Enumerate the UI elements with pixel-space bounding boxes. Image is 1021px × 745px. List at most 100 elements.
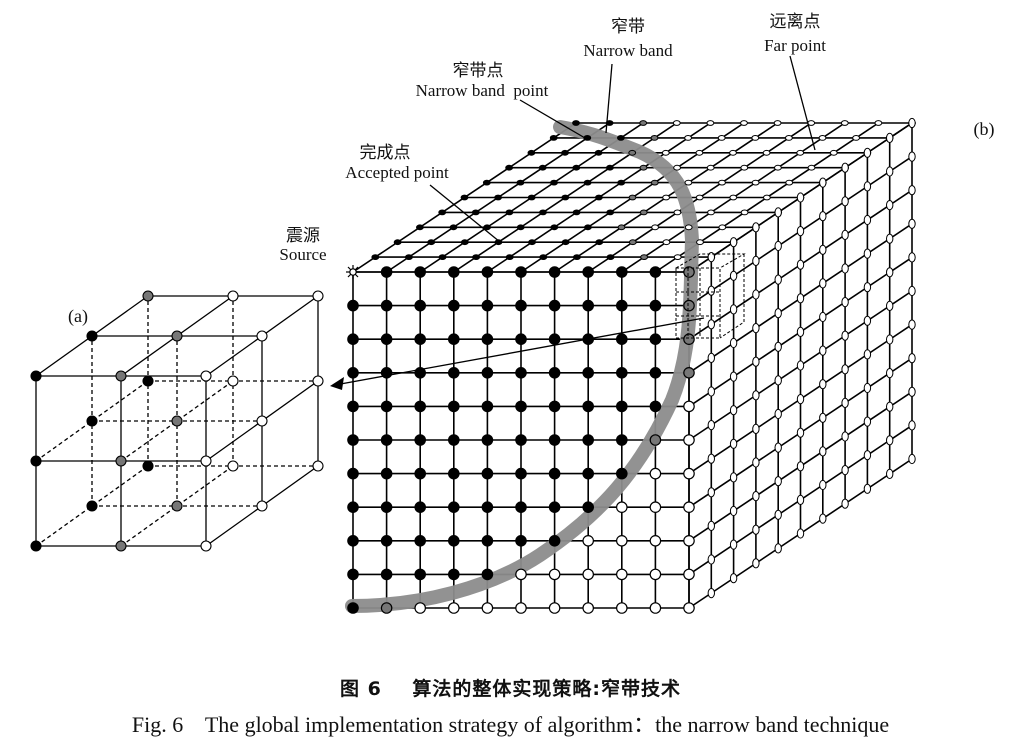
- far-point-node: [447, 602, 460, 614]
- accepted-point-node: [438, 254, 447, 261]
- far-point-node: [841, 397, 849, 408]
- accepted-point-node: [483, 224, 492, 231]
- leader-far-point: [789, 55, 816, 151]
- accepted-point-node: [380, 266, 393, 278]
- accepted-point-node: [515, 333, 527, 345]
- accepted-point-node: [606, 209, 615, 216]
- caption-cn: 图 6 算法的整体实现策略:窄带技术: [0, 674, 1021, 701]
- accepted-point-node: [582, 434, 594, 446]
- far-point-node: [762, 149, 771, 156]
- far-point-node: [863, 483, 872, 494]
- far-point-node: [908, 151, 916, 162]
- leader-lines: [429, 55, 816, 243]
- narrow-band-node: [628, 239, 637, 246]
- source-star-icon: [346, 265, 360, 279]
- accepted-point-node: [347, 602, 359, 614]
- far-point-node: [729, 270, 738, 281]
- far-point-node: [683, 434, 695, 446]
- accepted-point-node: [582, 467, 594, 480]
- far-point-node: [841, 465, 849, 476]
- far-point-node: [819, 345, 827, 356]
- far-point-node: [785, 135, 793, 141]
- accepted-point-node: [86, 415, 98, 427]
- accepted-point-node: [380, 400, 393, 413]
- accepted-point-node: [561, 194, 570, 201]
- far-point-node: [683, 602, 695, 614]
- far-point-node: [696, 239, 704, 246]
- far-point-node: [684, 224, 693, 231]
- far-point-node: [548, 568, 561, 581]
- accepted-point-node: [460, 194, 469, 201]
- accepted-point-node: [615, 366, 628, 379]
- far-point-node: [227, 460, 239, 472]
- far-point-node: [673, 209, 682, 216]
- accepted-point-node: [515, 400, 527, 413]
- narrow-band-node: [683, 299, 695, 312]
- accepted-point-node: [414, 568, 426, 581]
- far-point-node: [729, 371, 738, 382]
- accepted-point-node: [615, 333, 628, 345]
- far-point-node: [774, 408, 782, 420]
- label-panel-b: (b): [974, 119, 995, 140]
- far-point-node: [582, 534, 594, 547]
- accepted-point-node: [515, 266, 527, 278]
- far-point-node: [673, 254, 682, 261]
- far-point-node: [874, 120, 883, 126]
- accepted-point-node: [572, 209, 581, 216]
- far-point-node: [886, 334, 894, 345]
- far-point-node: [707, 252, 715, 263]
- far-point-node: [886, 233, 894, 244]
- accepted-point-node: [347, 400, 359, 413]
- accepted-point-node: [606, 254, 615, 261]
- far-point-node: [751, 135, 760, 141]
- far-point-node: [615, 501, 628, 513]
- far-point-node: [752, 457, 760, 468]
- label-narrow-band-en: Narrow band: [583, 41, 673, 60]
- far-point-node: [729, 472, 738, 483]
- cube-a-nodes: [30, 290, 324, 552]
- far-point-node: [908, 353, 916, 364]
- accepted-point-node: [347, 333, 359, 345]
- far-point-node: [662, 194, 670, 201]
- far-point-node: [819, 479, 827, 491]
- cube-b-nodes: [347, 117, 916, 614]
- accepted-point-node: [380, 568, 393, 581]
- accepted-point-node: [481, 266, 494, 278]
- far-point-node: [256, 415, 268, 427]
- accepted-point-node: [472, 254, 481, 261]
- far-point-node: [227, 375, 239, 387]
- far-point-node: [841, 263, 849, 274]
- far-point-node: [672, 120, 681, 126]
- narrow-band-node: [639, 209, 648, 216]
- far-point-node: [582, 602, 594, 614]
- accepted-point-node: [548, 266, 561, 278]
- far-point-node: [863, 382, 872, 394]
- leader-accepted-point: [429, 184, 501, 243]
- accepted-point-node: [615, 266, 628, 278]
- accepted-point-node: [615, 299, 628, 312]
- accepted-point-node: [414, 333, 426, 345]
- far-point-node: [841, 229, 849, 240]
- far-point-node: [707, 420, 715, 431]
- far-point-node: [908, 117, 916, 129]
- accepted-point-node: [447, 568, 460, 581]
- caption-en: Fig. 6 The global implementation strateg…: [0, 707, 1021, 739]
- accepted-point-node: [347, 501, 359, 513]
- accepted-point-node: [649, 299, 662, 312]
- far-point-node: [819, 446, 827, 457]
- accepted-point-node: [481, 434, 494, 446]
- far-point-node: [752, 356, 760, 367]
- accepted-point-node: [649, 266, 662, 278]
- far-point-node: [673, 164, 681, 171]
- far-point-node: [729, 505, 738, 517]
- zoom-arrow: [330, 317, 705, 390]
- far-point-node: [819, 311, 827, 323]
- far-point-node: [796, 259, 805, 270]
- narrow-band-node: [171, 330, 183, 342]
- accepted-point-node: [550, 224, 559, 231]
- far-point-node: [796, 494, 805, 505]
- accepted-point-node: [548, 534, 561, 547]
- far-point-node: [886, 300, 894, 311]
- far-point-node: [684, 179, 693, 186]
- far-point-node: [200, 370, 212, 382]
